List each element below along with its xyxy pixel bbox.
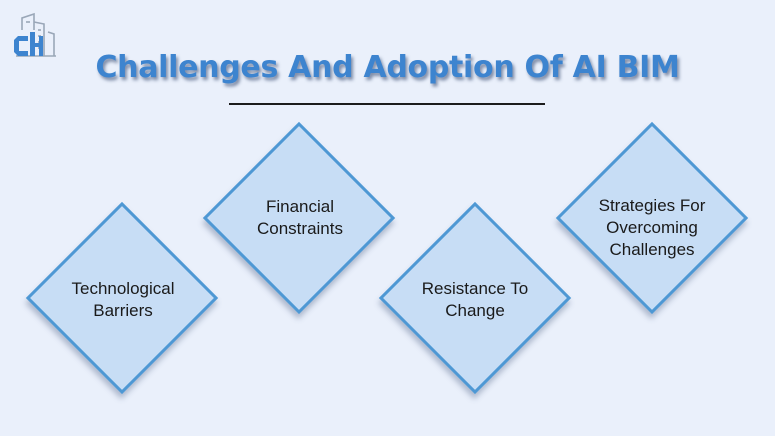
- label-strategies-for-overcoming-challenges: Strategies For Overcoming Challenges: [598, 196, 706, 259]
- title-underline: [229, 103, 545, 105]
- label-resistance-to-change: Resistance To Change: [421, 279, 529, 320]
- label-technological-barriers: Technological Barriers: [71, 279, 175, 320]
- building-logo-icon: [14, 12, 56, 57]
- label-financial-constraints: Financial Constraints: [257, 197, 343, 238]
- page-title: Challenges And Adoption Of AI BIM: [95, 50, 680, 85]
